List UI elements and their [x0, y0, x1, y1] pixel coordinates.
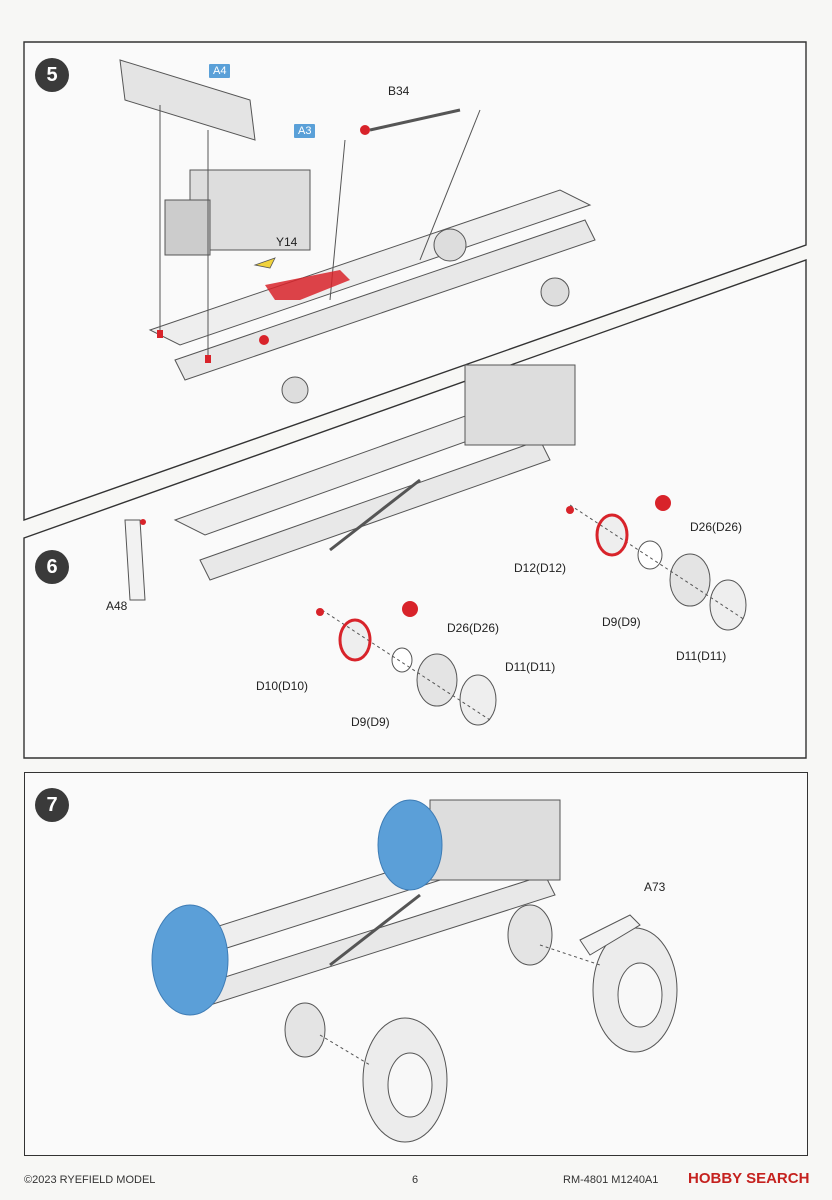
part-label-d26-right: D26(D26) — [690, 520, 743, 534]
part-tag-a3: A3 — [294, 124, 316, 138]
footer-copyright: ©2023 RYEFIELD MODEL — [24, 1174, 156, 1186]
step-5-badge: 5 — [35, 58, 69, 92]
hobby-search-watermark: HOBBY SEARCH — [688, 1170, 810, 1187]
part-tag-a4: A4 — [209, 64, 231, 78]
step-7-badge: 7 — [35, 788, 69, 822]
part-label-y14: Y14 — [276, 235, 298, 249]
step-6-badge: 6 — [35, 550, 69, 584]
part-label-d11-left: D11(D11) — [505, 660, 556, 674]
part-label-d11-right: D11(D11) — [676, 649, 727, 663]
footer-page-number: 6 — [412, 1174, 419, 1186]
part-label-d9-left: D9(D9) — [351, 715, 390, 729]
part-label-d10: D10(D10) — [256, 679, 309, 693]
part-label-a48: A48 — [106, 599, 128, 613]
part-label-d9-right: D9(D9) — [602, 615, 641, 629]
part-label-d12: D12(D12) — [514, 561, 567, 575]
footer-product-code: RM-4801 M1240A1 — [563, 1174, 659, 1186]
part-label-a73: A73 — [644, 880, 666, 894]
part-label-d26-left: D26(D26) — [447, 621, 500, 635]
part-label-b34: B34 — [388, 84, 410, 98]
no-glue-icon — [402, 495, 671, 617]
